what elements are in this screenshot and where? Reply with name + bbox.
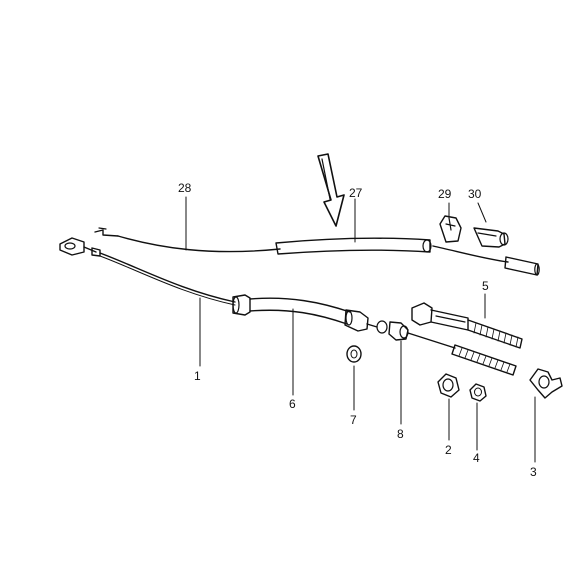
nut-4: [469, 383, 487, 402]
nut-2: [437, 373, 460, 398]
cable-sleeve-27: [275, 237, 540, 276]
grommet-30: [473, 227, 509, 248]
callout-5: 5: [482, 279, 489, 293]
callout-28: 28: [178, 181, 192, 195]
adjuster-5: [411, 302, 523, 349]
callout-27: 27: [349, 186, 363, 200]
pointer-arrow: [317, 153, 345, 227]
conduit-6: [232, 294, 388, 334]
threaded-rod-lower: [407, 332, 517, 376]
callout-30: 30: [468, 187, 482, 201]
callout-1: 1: [194, 369, 201, 383]
bushing-8: [388, 321, 409, 341]
cable-eye-end: [59, 237, 101, 257]
washer-7: [346, 345, 362, 363]
leader-lines: [185, 196, 536, 463]
wing-nut-3: [529, 368, 563, 399]
clip-29: [439, 215, 462, 243]
cable-1: [99, 252, 236, 306]
callout-8: 8: [397, 427, 404, 441]
callout-4: 4: [473, 451, 480, 465]
callout-2: 2: [445, 443, 452, 457]
callout-29: 29: [438, 187, 452, 201]
upper-cable-28: [94, 227, 281, 253]
callout-3: 3: [530, 465, 537, 479]
callout-7: 7: [350, 413, 357, 427]
callout-6: 6: [289, 397, 296, 411]
